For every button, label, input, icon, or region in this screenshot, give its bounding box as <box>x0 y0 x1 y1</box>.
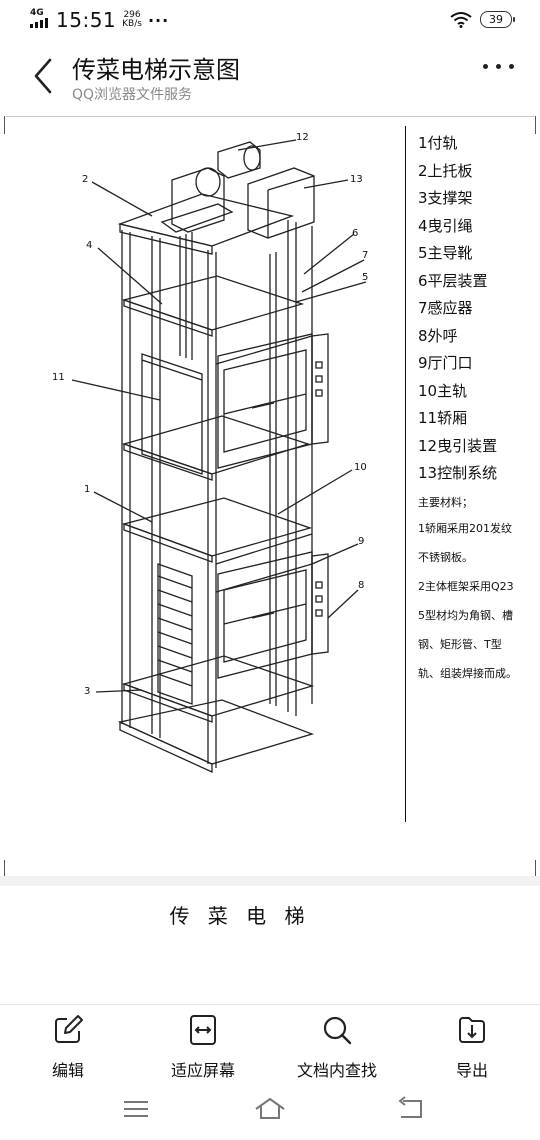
part-item: 1付轨 <box>418 134 458 152</box>
edit-button[interactable]: 编辑 <box>8 1013 128 1081</box>
materials-line: 2主体框架采用Q23 <box>418 579 514 593</box>
menu-icon[interactable] <box>121 1096 151 1122</box>
export-button[interactable]: 导出 <box>412 1013 532 1081</box>
materials-line: 钢、矩形管、T型 <box>418 637 502 651</box>
materials-line: 轨、组装焊接而成。 <box>418 666 517 680</box>
battery-icon: 39 <box>480 11 515 28</box>
materials-line: 不锈钢板。 <box>418 550 473 564</box>
more-icon[interactable] <box>483 64 514 69</box>
home-icon[interactable] <box>253 1096 287 1122</box>
parts-legend: 1付轨 2上托板 3支撑架 4曳引绳 5主导靴 6平层装置 7感应器 8外呼 9… <box>418 130 538 688</box>
edit-icon <box>55 1015 83 1043</box>
part-item: 6平层装置 <box>418 271 488 290</box>
export-icon <box>459 1017 485 1043</box>
bottom-toolbar: 编辑 适应屏幕 文档内查找 导出 <box>0 1004 540 1080</box>
part-item: 11轿厢 <box>418 409 468 427</box>
part-item: 10主轨 <box>418 381 468 400</box>
back-arrow-icon[interactable] <box>28 54 60 98</box>
part-item: 8外呼 <box>418 326 458 345</box>
edit-label: 编辑 <box>51 1061 84 1080</box>
part-item: 9厅门口 <box>418 354 473 372</box>
page-separator <box>0 876 540 886</box>
part-item: 3支撑架 <box>418 189 473 207</box>
back-icon[interactable] <box>395 1096 425 1122</box>
export-label: 导出 <box>455 1061 488 1080</box>
document-caption: 传 菜 电 梯 <box>169 904 311 928</box>
search-icon <box>323 1016 352 1045</box>
callout-1: 1 <box>84 484 90 495</box>
signal-icon: 4G <box>30 9 52 31</box>
crop-mark <box>526 860 536 878</box>
callout-11: 11 <box>52 372 65 383</box>
callout-10: 10 <box>354 462 367 473</box>
page-title: 传菜电梯示意图 <box>72 56 240 84</box>
materials-line: 1轿厢采用201发纹 <box>418 521 512 535</box>
battery-level: 39 <box>489 13 503 26</box>
part-item: 13控制系统 <box>418 464 498 482</box>
fit-screen-icon <box>190 1015 216 1045</box>
crop-mark <box>4 116 14 134</box>
callout-2: 2 <box>82 174 88 185</box>
clock: 15:51 <box>56 8 117 32</box>
network-type: 4G <box>30 8 44 18</box>
dumbwaiter-diagram: 12 13 2 6 7 4 5 11 1 10 9 8 3 <box>52 132 368 774</box>
callout-5: 5 <box>362 272 368 283</box>
materials-line: 5型材均为角钢、槽 <box>418 608 513 622</box>
part-item: 7感应器 <box>418 299 473 317</box>
callout-6: 6 <box>352 228 358 239</box>
callout-9: 9 <box>358 536 364 547</box>
callout-4: 4 <box>86 240 92 251</box>
find-in-document-button[interactable]: 文档内查找 <box>277 1013 397 1081</box>
fit-screen-label: 适应屏幕 <box>170 1061 235 1080</box>
document-viewer[interactable]: 12 13 2 6 7 4 5 11 1 10 9 8 3 1付轨 2上托板 3… <box>0 114 540 1004</box>
network-speed: 296 KB/s <box>122 10 142 29</box>
part-item: 4曳引绳 <box>418 216 473 235</box>
wifi-icon <box>450 12 472 28</box>
find-label: 文档内查找 <box>296 1061 377 1080</box>
callout-3: 3 <box>84 686 90 697</box>
crop-mark <box>526 116 536 134</box>
notification-dots: ··· <box>147 10 170 30</box>
column-divider <box>405 126 406 822</box>
callout-12: 12 <box>296 132 309 143</box>
crop-mark <box>4 860 14 878</box>
part-item: 2上托板 <box>418 161 473 180</box>
page-top-border <box>6 116 534 117</box>
page-subtitle: QQ浏览器文件服务 <box>72 87 193 103</box>
system-nav-bar <box>0 1080 540 1140</box>
part-item: 12曳引装置 <box>418 436 498 455</box>
callout-13: 13 <box>350 174 363 185</box>
part-item: 5主导靴 <box>418 244 473 262</box>
app-header: 传菜电梯示意图 QQ浏览器文件服务 <box>0 40 540 114</box>
callout-7: 7 <box>362 250 368 261</box>
callout-8: 8 <box>358 580 364 591</box>
materials-heading: 主要材料； <box>418 495 473 509</box>
status-bar: 4G 15:51 296 KB/s ··· 39 <box>0 0 540 40</box>
fit-screen-button[interactable]: 适应屏幕 <box>143 1013 263 1081</box>
